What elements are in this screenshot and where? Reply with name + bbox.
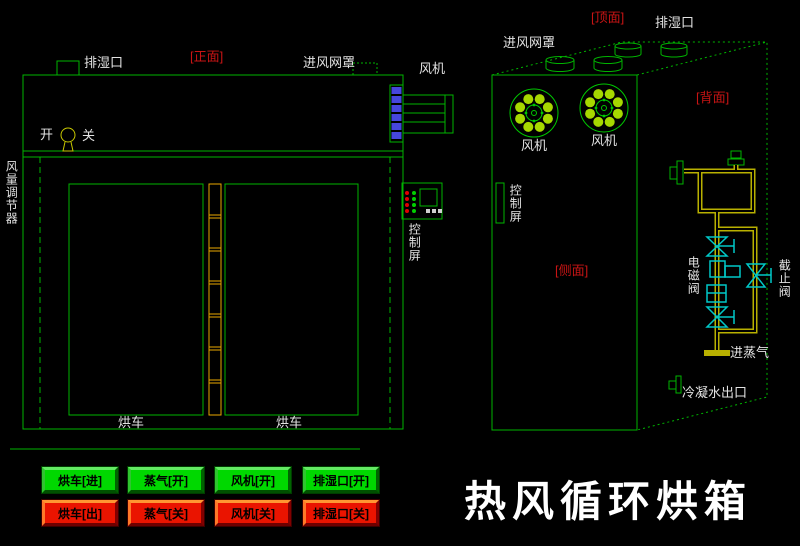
door-right bbox=[224, 183, 359, 416]
valves bbox=[705, 236, 772, 328]
valve-upper bbox=[705, 236, 735, 257]
iso-intake-label: 进风网罩 bbox=[503, 35, 556, 50]
front-intake-label: 进风网罩 bbox=[303, 55, 356, 70]
iso-fan-left bbox=[509, 88, 559, 138]
motor-fins-blue bbox=[391, 87, 402, 139]
condensate-outlet-label: 冷凝水出口 bbox=[682, 385, 748, 400]
iso-side-face bbox=[491, 74, 638, 431]
front-fan-label: 风机 bbox=[419, 61, 446, 76]
cart-left-label: 烘车 bbox=[118, 415, 145, 430]
fan-motor-body bbox=[402, 94, 454, 134]
cart-right-label: 烘车 bbox=[276, 415, 303, 430]
front-exhaust-label: 排湿口 bbox=[84, 55, 124, 70]
steam-off-button[interactable]: 蒸气[关] bbox=[128, 500, 204, 526]
stop-valve-shape bbox=[745, 263, 772, 288]
air-regulator-label: 风量调节器 bbox=[4, 160, 19, 225]
cart-out-button[interactable]: 烘车[出] bbox=[42, 500, 118, 526]
iso-top-label: [顶面] bbox=[591, 10, 625, 25]
key-switch-icon bbox=[60, 127, 76, 152]
exhaust-vent-shape bbox=[56, 60, 80, 76]
fan-off-button[interactable]: 风机[关] bbox=[215, 500, 291, 526]
top-vent-cylinders bbox=[545, 42, 688, 72]
front-view-label: [正面] bbox=[190, 49, 224, 64]
control-panel-box bbox=[401, 182, 443, 220]
steam-nozzle-heads bbox=[669, 150, 745, 185]
cabinet-outline bbox=[22, 74, 404, 430]
iso-exhaust-label: 排湿口 bbox=[655, 15, 695, 30]
steam-piping bbox=[684, 165, 758, 356]
iso-hidden-edges bbox=[491, 41, 768, 431]
front-control-panel-label: 控制屏 bbox=[407, 223, 422, 262]
iso-fan-right bbox=[579, 83, 629, 133]
switch-off-label: 关 bbox=[82, 128, 96, 143]
door-hinge-strip bbox=[208, 183, 222, 416]
iso-back-label: [背面] bbox=[696, 90, 730, 105]
switch-on-label: 开 bbox=[40, 127, 54, 142]
solenoid-valve-label: 电磁阀 bbox=[686, 256, 701, 295]
iso-fan-right-label: 风机 bbox=[591, 133, 618, 148]
condensate-outlet-shape bbox=[668, 375, 682, 394]
steam-on-button[interactable]: 蒸气[开] bbox=[128, 467, 204, 493]
stop-valve-label: 截止阀 bbox=[777, 259, 792, 298]
steam-inlet-flange bbox=[704, 350, 730, 356]
steam-inlet-label: 进蒸气 bbox=[730, 345, 770, 360]
solenoid-valve-shape bbox=[706, 260, 741, 303]
intake-mesh-shape bbox=[352, 62, 378, 76]
drawing-title: 热风循环烘箱 bbox=[464, 480, 753, 526]
iso-control-panel-label: 控制屏 bbox=[508, 184, 523, 223]
iso-control-screen-shape bbox=[495, 182, 505, 224]
valve-lower bbox=[705, 306, 735, 328]
exhaust-open-button[interactable]: 排湿口[开] bbox=[303, 467, 379, 493]
cart-in-button[interactable]: 烘车[进] bbox=[42, 467, 118, 493]
control-panel-screen bbox=[419, 188, 438, 207]
control-panel-leds bbox=[405, 191, 442, 213]
iso-side-label: [侧面] bbox=[555, 263, 589, 278]
front-view-cabinet bbox=[10, 60, 454, 450]
iso-view-box bbox=[491, 41, 768, 431]
door-left bbox=[68, 183, 204, 416]
exhaust-close-button[interactable]: 排湿口[关] bbox=[303, 500, 379, 526]
fan-on-button[interactable]: 风机[开] bbox=[215, 467, 291, 493]
iso-fan-left-label: 风机 bbox=[521, 138, 548, 153]
